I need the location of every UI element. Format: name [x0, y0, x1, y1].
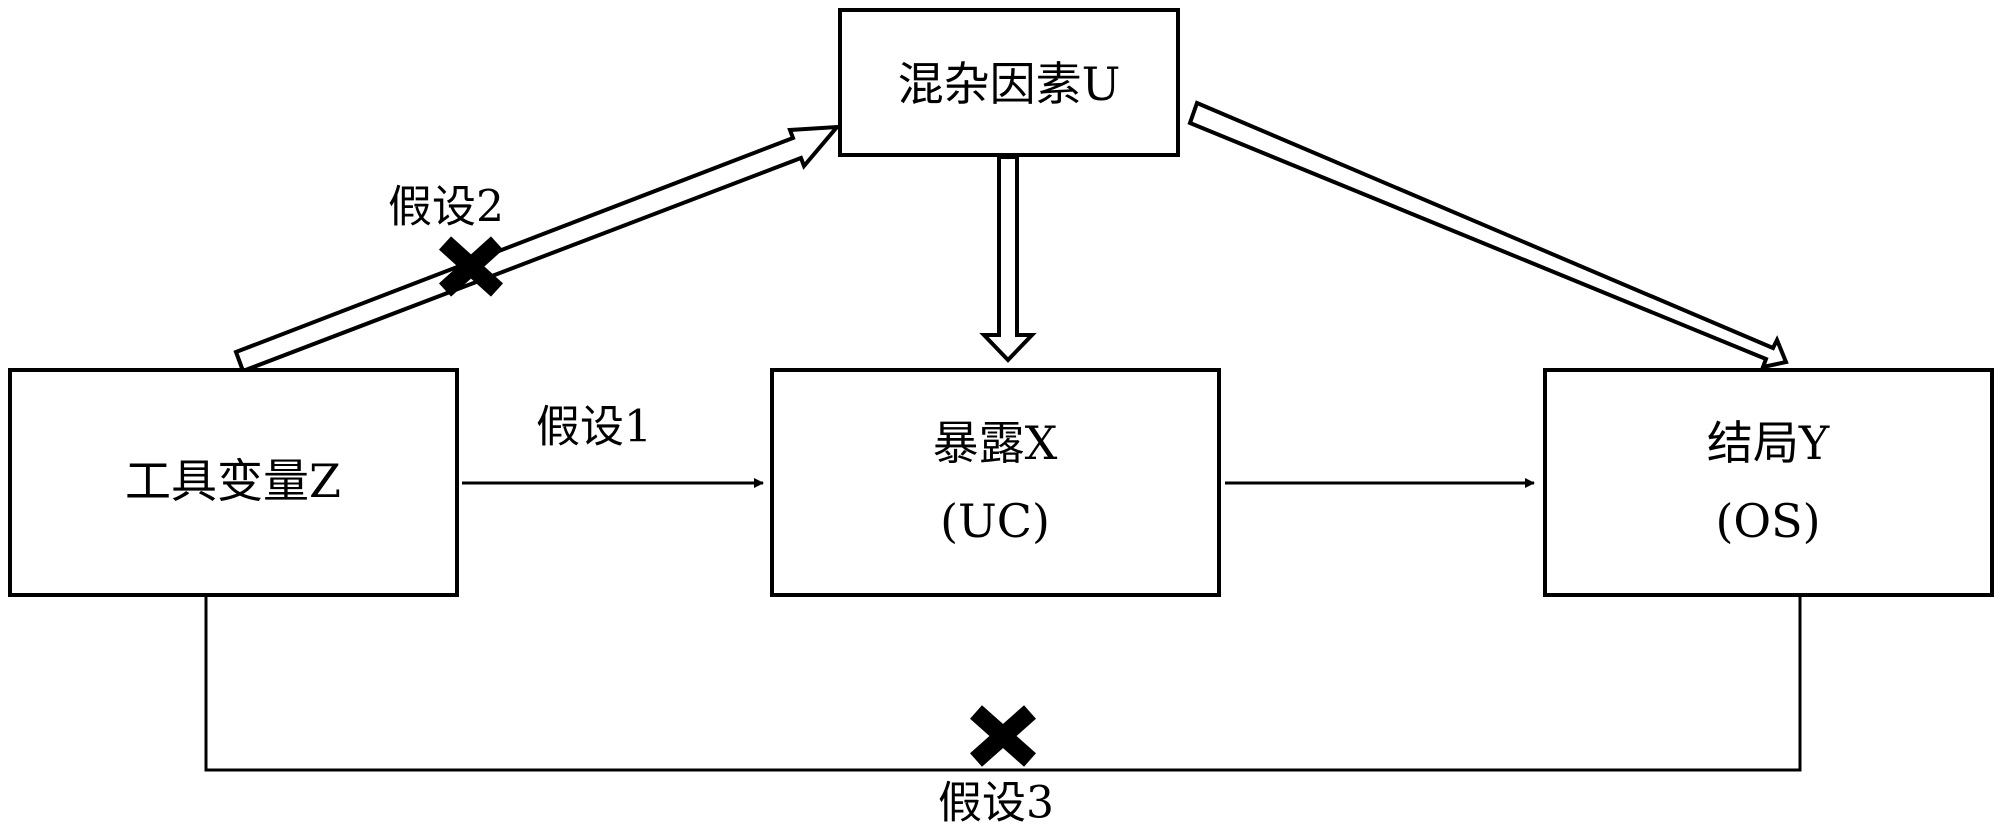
- exposure-label: 暴露X: [933, 416, 1058, 470]
- instrument-box: [8, 368, 459, 597]
- arrow-confounder-to-outcome: [1187, 100, 1789, 370]
- assumption-2-label: 假设2: [388, 182, 504, 233]
- outcome-box: [1543, 368, 1994, 597]
- arrow-instrument-to-confounder: [233, 124, 842, 374]
- arrow-confounder-to-exposure: [979, 155, 1037, 363]
- instrument-label: 工具变量Z: [125, 454, 341, 508]
- cross-mark-assumption-3: [970, 705, 1036, 767]
- exposure-box: [770, 368, 1221, 597]
- outcome-label: 结局Y: [1707, 416, 1830, 470]
- assumption-3-label: 假设3: [938, 778, 1054, 829]
- confounder-label: 混杂因素U: [898, 57, 1121, 111]
- path-instrument-to-outcome: [204, 595, 1802, 772]
- assumption-1-label: 假设1: [536, 402, 652, 453]
- exposure-sublabel: (UC): [940, 494, 1050, 548]
- confounder-box: [838, 8, 1180, 157]
- cross-mark-assumption-2: [438, 236, 504, 297]
- outcome-sublabel: (OS): [1715, 494, 1820, 548]
